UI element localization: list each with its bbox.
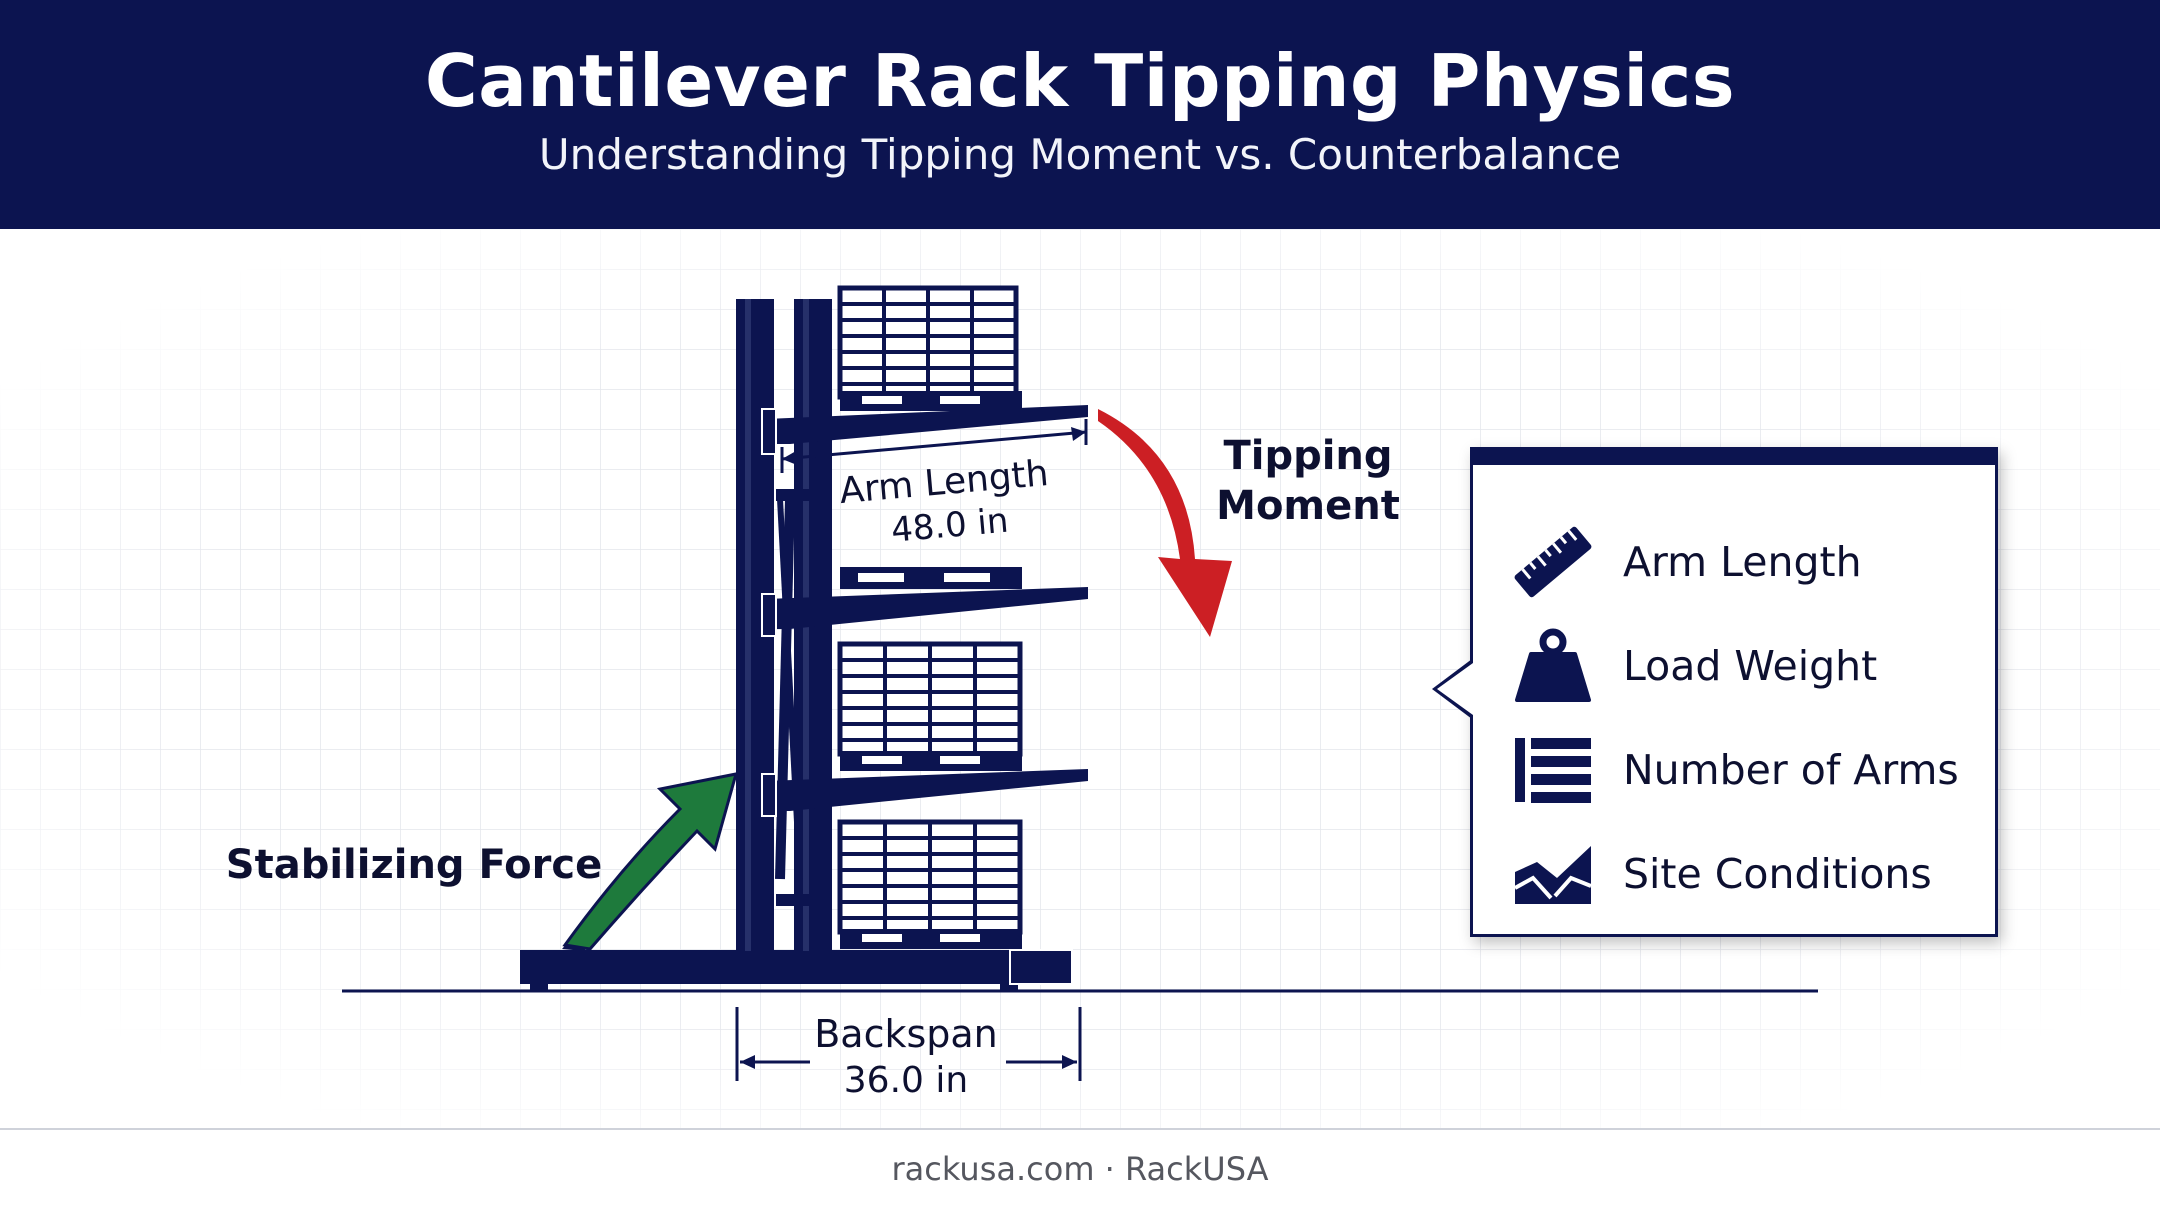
tipping-moment-arrow bbox=[1098, 409, 1232, 637]
weight-icon bbox=[1515, 628, 1591, 702]
header-banner: Cantilever Rack Tipping Physics Understa… bbox=[0, 0, 2160, 229]
factors-legend: Arm Length Load Weight Number of Arms Si… bbox=[1470, 447, 1998, 937]
tipping-moment-label-line1: Tipping bbox=[1223, 433, 1392, 479]
footer-divider bbox=[0, 1128, 2160, 1130]
legend-pointer-fill bbox=[1437, 663, 1473, 715]
legend-item-arm-length: Arm Length bbox=[1511, 517, 1862, 607]
terrain-icon bbox=[1514, 846, 1592, 904]
backspan-label: Backspan bbox=[814, 1012, 998, 1056]
backspan-dimension bbox=[735, 1007, 1082, 1081]
legend-label: Load Weight bbox=[1623, 642, 1878, 690]
legend-item-site-conditions: Site Conditions bbox=[1511, 829, 1932, 919]
cantilever-arms bbox=[761, 405, 1088, 817]
ruler-icon bbox=[1514, 526, 1592, 598]
tipping-moment-label-line2: Moment bbox=[1216, 483, 1400, 529]
rack-base bbox=[520, 949, 1073, 990]
pallet-middle bbox=[840, 567, 1022, 589]
page-title: Cantilever Rack Tipping Physics bbox=[424, 39, 1736, 123]
list-icon bbox=[1515, 738, 1591, 803]
legend-label: Number of Arms bbox=[1623, 746, 1959, 794]
legend-label: Arm Length bbox=[1623, 538, 1862, 586]
load-middle bbox=[837, 641, 1023, 771]
stabilizing-force-label: Stabilizing Force bbox=[226, 842, 602, 888]
load-top bbox=[837, 285, 1022, 411]
arm-length-dimension bbox=[780, 419, 1088, 473]
legend-item-number-of-arms: Number of Arms bbox=[1511, 725, 1959, 815]
backspan-value: 36.0 in bbox=[844, 1060, 968, 1101]
footer-credit: rackusa.com · RackUSA bbox=[891, 1150, 1269, 1188]
load-bottom bbox=[837, 819, 1023, 949]
legend-label: Site Conditions bbox=[1623, 850, 1932, 898]
legend-item-load-weight: Load Weight bbox=[1511, 621, 1877, 711]
page-subtitle: Understanding Tipping Moment vs. Counter… bbox=[538, 130, 1622, 179]
